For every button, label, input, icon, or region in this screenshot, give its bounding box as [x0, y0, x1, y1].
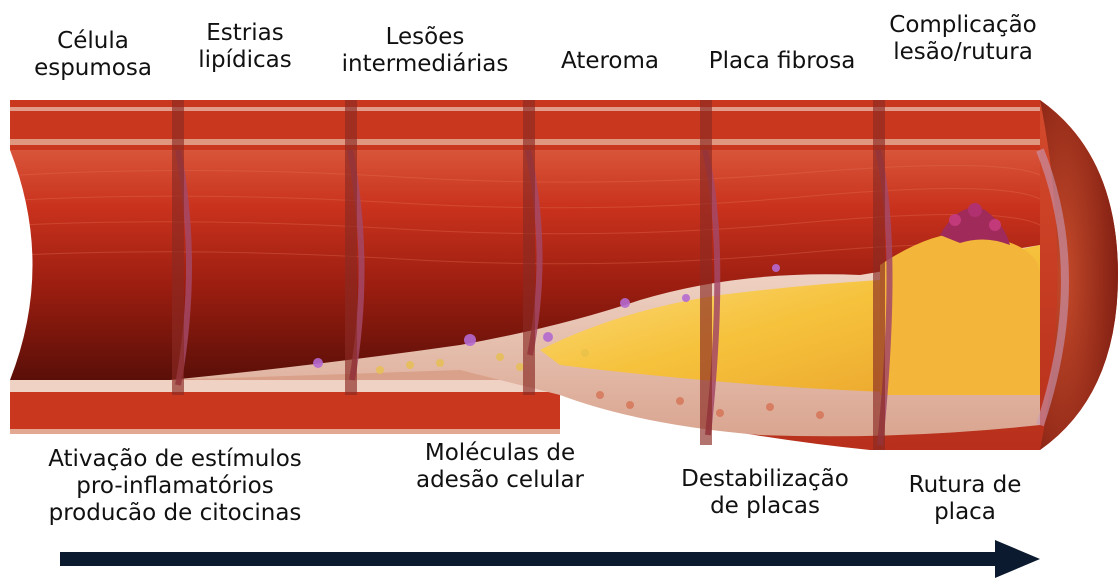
stage-label-line2: intermediárias: [325, 51, 525, 78]
necrotic-core-large: [880, 233, 1040, 395]
stage-label-lesoes-intermediarias: Lesões intermediárias: [325, 24, 525, 78]
process-label-line: adesão celular: [400, 467, 600, 494]
process-label-line: placa: [890, 499, 1040, 526]
stage-label-line2: lesão/rutura: [878, 39, 1048, 66]
process-label-adesao: Moléculas de adesão celular: [400, 440, 600, 494]
process-label-line: producão de citocinas: [30, 500, 320, 527]
stage-label-complicacao: Complicação lesão/rutura: [878, 12, 1048, 66]
process-label-line: pro-inflamatórios: [30, 473, 320, 500]
stage-label-celula-espumosa: Célula espumosa: [18, 28, 168, 82]
stage-label-placa-fibrosa: Placa fibrosa: [692, 48, 872, 75]
stage-label-line2: lipídicas: [180, 47, 310, 74]
stage-label-estrias-lipidicas: Estrias lipídicas: [180, 20, 310, 74]
process-label-line: Moléculas de: [400, 440, 600, 467]
stage-label-line1: Complicação: [878, 12, 1048, 39]
process-label-estimulos: Ativação de estímulos pro-inflamatórios …: [30, 446, 320, 527]
process-label-destabilizacao: Destabilização de placas: [660, 466, 870, 520]
right-arrow-icon: [60, 540, 1040, 578]
process-label-line: Rutura de: [890, 472, 1040, 499]
process-label-line: de placas: [660, 493, 870, 520]
artery-illustration: [0, 95, 1118, 460]
stage-label-line1: Estrias: [180, 20, 310, 47]
process-label-line: Destabilização: [660, 466, 870, 493]
stage-label-line1: Placa fibrosa: [692, 48, 872, 75]
stage-label-ateroma: Ateroma: [545, 48, 675, 75]
process-label-rutura: Rutura de placa: [890, 472, 1040, 526]
stage-label-line1: Célula: [18, 28, 168, 55]
stage-label-line2: espumosa: [18, 55, 168, 82]
stage-label-line1: Ateroma: [545, 48, 675, 75]
process-label-line: Ativação de estímulos: [30, 446, 320, 473]
stage-label-line1: Lesões: [325, 24, 525, 51]
